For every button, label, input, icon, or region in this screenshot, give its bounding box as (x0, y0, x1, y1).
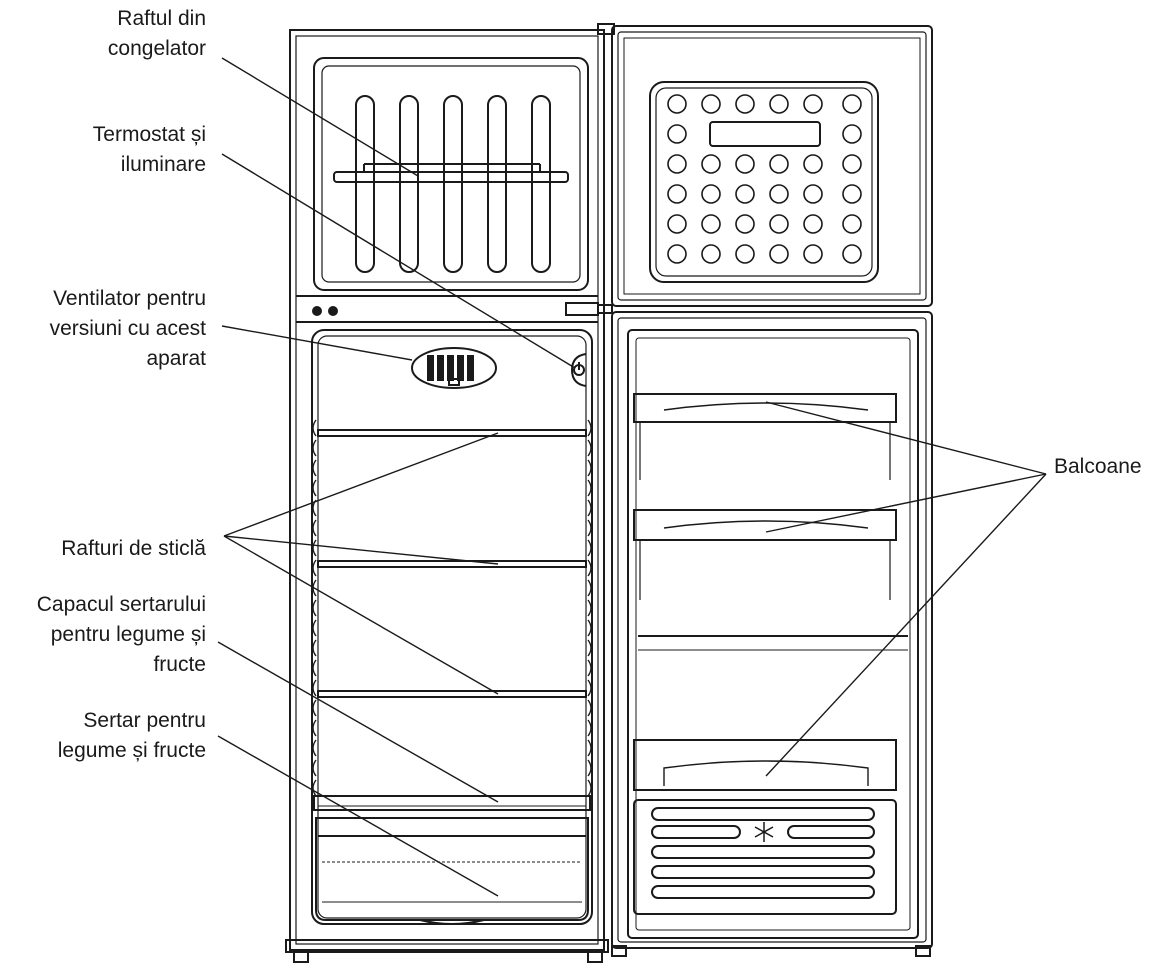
cabinet-interior (285, 29, 609, 963)
door-bottom-grille (633, 799, 897, 915)
door-balcony (633, 509, 897, 600)
label-crisper-drawer: Sertar pentru legume și fructe (57, 709, 206, 762)
leader-crisper-drawer (217, 735, 499, 897)
leader-glass-shelf-1 (223, 432, 499, 537)
leader-crisper-cover (217, 641, 499, 803)
glass-shelf (317, 429, 587, 698)
crisper-drawer (315, 817, 589, 925)
leader-glass-shelf-3 (223, 535, 499, 695)
leader-freezer-shelf (221, 57, 419, 177)
freezer-door (597, 23, 933, 307)
label-balconies: Balcoane (1054, 455, 1142, 478)
fridge-door (611, 311, 933, 957)
leader-balcony-2 (765, 473, 1047, 533)
freezer-door-dimples (667, 94, 862, 264)
label-thermostat: Termostat și iluminare (92, 123, 206, 176)
label-glass-shelves: Rafturi de sticlă (61, 537, 206, 560)
thermostat-knob (570, 353, 587, 387)
leader-balcony-1 (765, 401, 1047, 475)
leader-glass-shelf-2 (223, 535, 499, 565)
indicator-lights (312, 306, 338, 316)
label-crisper-cover: Capacul sertarului pentru legume și fruc… (36, 593, 206, 676)
label-freezer-shelf: Raftul din congelator (107, 7, 206, 60)
door-balcony (633, 393, 897, 480)
freezer-compartment (313, 57, 589, 291)
door-balcony (633, 739, 897, 791)
freezer-shelf (333, 163, 569, 183)
label-fan: Ventilator pentru versiuni cu acest apar… (49, 287, 206, 370)
snowflake-icon (754, 822, 774, 842)
leader-balcony-3 (765, 473, 1047, 777)
fan-grille (411, 347, 497, 389)
hinge-upper (565, 302, 613, 316)
crisper-cover (313, 795, 591, 811)
fridge-compartment (311, 329, 593, 925)
leader-fan (221, 325, 413, 361)
leader-thermostat (221, 153, 576, 369)
